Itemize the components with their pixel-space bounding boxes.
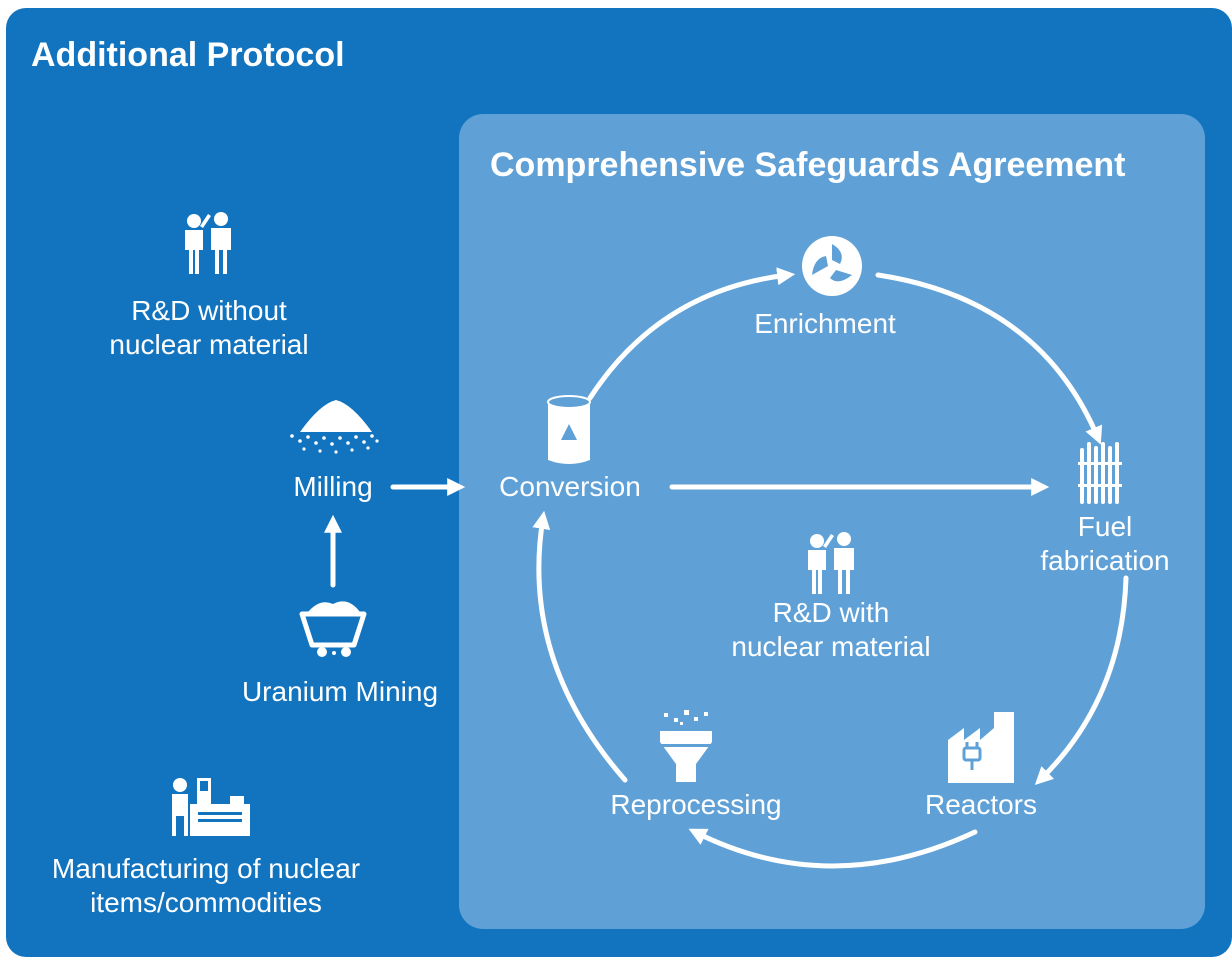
- uranium-mining-label: Uranium Mining: [241, 676, 439, 707]
- rd-with-line1: R&D with: [772, 597, 890, 628]
- rd-without-label: R&D without nuclear material: [94, 294, 324, 362]
- mine-cart-icon: [299, 601, 367, 657]
- fuel-line2: fabrication: [1040, 545, 1170, 576]
- fuel-fabrication-label: Fuel fabrication: [1026, 510, 1184, 578]
- reactors-label: Reactors: [924, 789, 1038, 820]
- arrow-reprocessing-to-conversion: [532, 510, 628, 783]
- arrow-conversion-to-enrichment: [587, 267, 796, 401]
- rd-without-line1: R&D without: [131, 295, 287, 326]
- arrow-fuel-to-reactors: [1034, 575, 1129, 786]
- milling-label: Milling: [293, 471, 373, 502]
- fuel-line1: Fuel: [1077, 511, 1133, 542]
- drum-icon: [547, 395, 591, 464]
- rd-with-line2: nuclear material: [731, 631, 931, 662]
- rd-with-label: R&D with nuclear material: [714, 596, 948, 664]
- arrow-enrichment-to-fuel: [875, 272, 1103, 445]
- csa-title: Comprehensive Safeguards Agreement: [490, 146, 1126, 184]
- manufacturing-line1: Manufacturing of nuclear: [51, 853, 361, 884]
- arrow-reactors-to-reprocessing: [688, 828, 978, 869]
- additional-protocol-title: Additional Protocol: [31, 36, 345, 74]
- milling-icon: [290, 400, 379, 454]
- manufacturing-icon: [172, 778, 250, 836]
- centrifuge-icon: [802, 236, 862, 296]
- conversion-label: Conversion: [499, 471, 641, 502]
- enrichment-label: Enrichment: [754, 308, 896, 339]
- manufacturing-label: Manufacturing of nuclear items/commoditi…: [30, 852, 382, 920]
- reactor-plant-icon: [948, 712, 1014, 783]
- manufacturing-line2: items/commodities: [90, 887, 322, 918]
- reprocessing-label: Reprocessing: [610, 789, 782, 820]
- fuel-rods-icon: [1078, 442, 1122, 504]
- rd-without-line2: nuclear material: [109, 329, 309, 360]
- funnel-icon: [660, 710, 712, 782]
- researchers-nuclear-icon: [808, 532, 854, 594]
- researchers-icon: [185, 212, 231, 274]
